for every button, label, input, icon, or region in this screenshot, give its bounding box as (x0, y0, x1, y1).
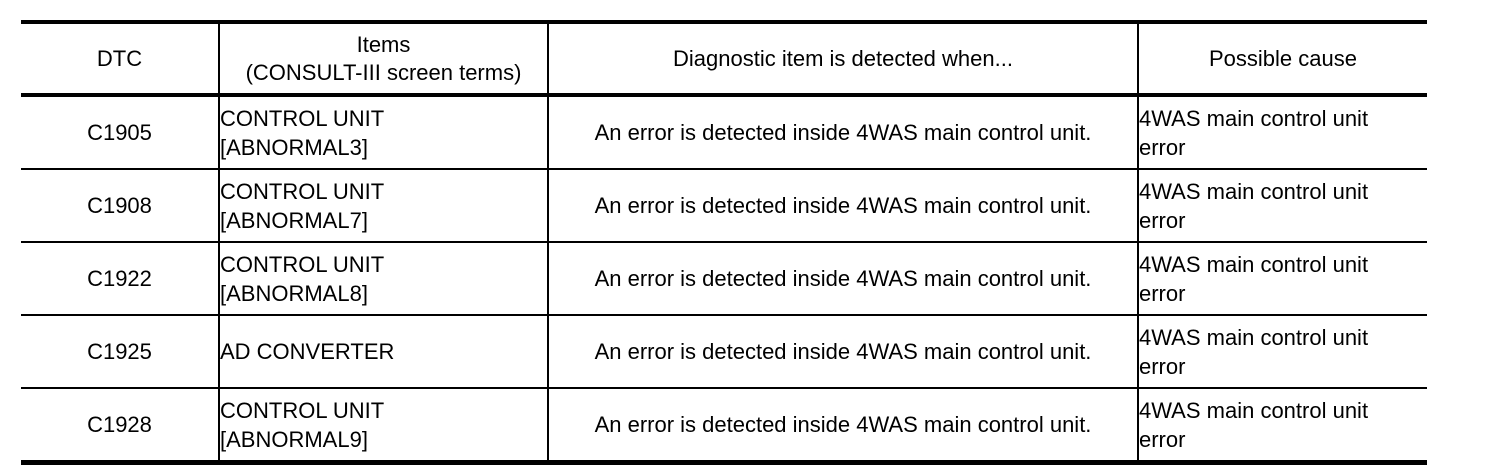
cause-line2: error (1139, 426, 1186, 452)
cell-detected: An error is detected inside 4WAS main co… (547, 95, 1138, 169)
items-line2: [ABNORMAL9] (220, 426, 368, 452)
column-header-detected: Diagnostic item is detected when... (547, 20, 1138, 97)
cell-items: AD CONVERTER (218, 314, 548, 388)
cell-detected: An error is detected inside 4WAS main co… (547, 387, 1138, 465)
cell-cause: 4WAS main control unit error (1137, 314, 1427, 388)
table-row: C1928 CONTROL UNIT [ABNORMAL9] An error … (21, 387, 1427, 465)
cell-cause: 4WAS main control unit error (1137, 95, 1427, 169)
table-row: C1925 AD CONVERTER An error is detected … (21, 314, 1427, 388)
detected-text: An error is detected inside 4WAS main co… (594, 411, 1092, 437)
column-header-dtc: DTC (21, 20, 219, 97)
table-row: C1922 CONTROL UNIT [ABNORMAL8] An error … (21, 241, 1427, 315)
cell-items: CONTROL UNIT [ABNORMAL8] (218, 241, 548, 315)
cell-cause: 4WAS main control unit error (1137, 241, 1427, 315)
table-body: C1905 CONTROL UNIT [ABNORMAL3] An error … (21, 95, 1427, 465)
detected-text: An error is detected inside 4WAS main co… (594, 192, 1092, 218)
dtc-code: C1922 (87, 265, 152, 291)
cell-detected: An error is detected inside 4WAS main co… (547, 314, 1138, 388)
items-line1: CONTROL UNIT (220, 105, 385, 131)
cell-dtc: C1928 (21, 387, 219, 465)
items-line1: AD CONVERTER (220, 339, 395, 364)
cause-line1: 4WAS main control unit (1139, 251, 1369, 277)
cell-dtc: C1922 (21, 241, 219, 315)
dtc-diagnosis-table: DTC Items (CONSULT-III screen terms) Dia… (21, 20, 1427, 465)
items-line2: [ABNORMAL3] (220, 134, 368, 160)
column-header-dtc-line1: DTC (96, 45, 143, 71)
dtc-code: C1908 (87, 192, 152, 218)
cause-line2: error (1139, 134, 1186, 160)
items-line2: [ABNORMAL7] (220, 207, 368, 233)
cell-items: CONTROL UNIT [ABNORMAL3] (218, 95, 548, 169)
table-row: C1908 CONTROL UNIT [ABNORMAL7] An error … (21, 168, 1427, 242)
detected-text: An error is detected inside 4WAS main co… (594, 265, 1092, 291)
cell-dtc: C1905 (21, 95, 219, 169)
table-header-row: DTC Items (CONSULT-III screen terms) Dia… (21, 20, 1427, 97)
cell-items: CONTROL UNIT [ABNORMAL9] (218, 387, 548, 465)
items-line1: CONTROL UNIT (220, 178, 385, 204)
cause-line1: 4WAS main control unit (1139, 324, 1369, 350)
cell-dtc: C1925 (21, 314, 219, 388)
dtc-code: C1928 (87, 411, 152, 437)
detected-text: An error is detected inside 4WAS main co… (594, 119, 1092, 145)
items-line1: CONTROL UNIT (220, 251, 385, 277)
cell-dtc: C1908 (21, 168, 219, 242)
cell-cause: 4WAS main control unit error (1137, 168, 1427, 242)
cause-line1: 4WAS main control unit (1139, 178, 1369, 204)
cell-detected: An error is detected inside 4WAS main co… (547, 168, 1138, 242)
column-header-items-line1: Items (356, 31, 411, 57)
table-row: C1905 CONTROL UNIT [ABNORMAL3] An error … (21, 95, 1427, 169)
items-line1: CONTROL UNIT (220, 397, 385, 423)
cell-cause: 4WAS main control unit error (1137, 387, 1427, 465)
column-header-items-line2: (CONSULT-III screen terms) (245, 59, 522, 85)
cause-line2: error (1139, 207, 1186, 233)
dtc-code: C1925 (87, 338, 152, 364)
column-header-detected-line1: Diagnostic item is detected when... (673, 45, 1013, 71)
table-header: DTC Items (CONSULT-III screen terms) Dia… (21, 20, 1427, 97)
cause-line1: 4WAS main control unit (1139, 397, 1369, 423)
column-header-cause: Possible cause (1137, 20, 1427, 97)
column-header-cause-line1: Possible cause (1209, 45, 1357, 71)
items-line2: [ABNORMAL8] (220, 280, 368, 306)
cell-items: CONTROL UNIT [ABNORMAL7] (218, 168, 548, 242)
detected-text: An error is detected inside 4WAS main co… (594, 338, 1092, 364)
cause-line2: error (1139, 353, 1186, 379)
cell-detected: An error is detected inside 4WAS main co… (547, 241, 1138, 315)
dtc-code: C1905 (87, 119, 152, 145)
column-header-items: Items (CONSULT-III screen terms) (218, 20, 548, 97)
cause-line1: 4WAS main control unit (1139, 105, 1369, 131)
cause-line2: error (1139, 280, 1186, 306)
